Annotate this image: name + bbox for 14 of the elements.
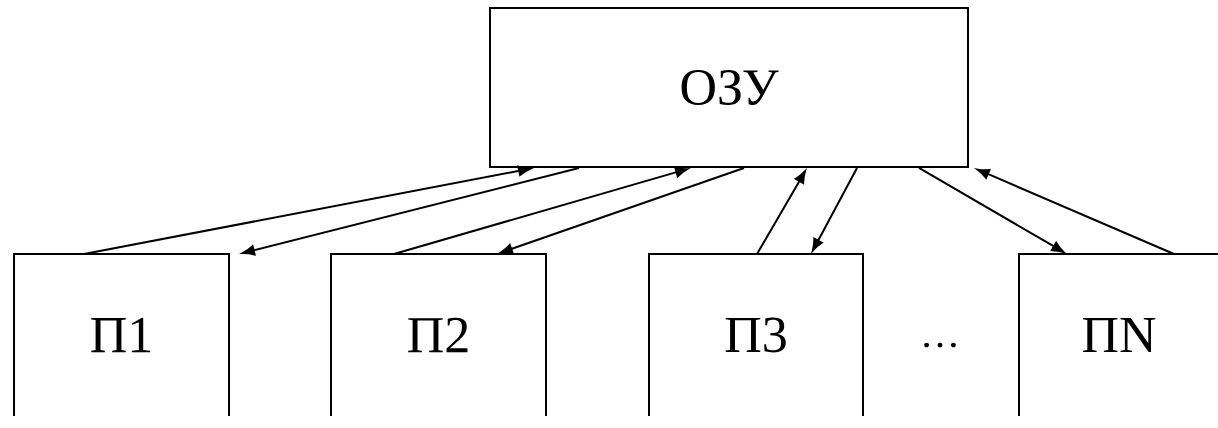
processor-box: П1: [13, 253, 230, 417]
memory-box: ОЗУ: [489, 7, 969, 168]
arrow: [499, 167, 745, 255]
arrow: [976, 168, 1175, 255]
processor-box: П3: [648, 253, 864, 417]
arrow: [756, 170, 806, 255]
processor-box: ПN: [1018, 253, 1218, 417]
arrow: [811, 167, 858, 252]
arrow: [918, 167, 1065, 253]
arrow: [83, 165, 531, 255]
arrow: [393, 167, 689, 255]
ellipsis-label: …: [924, 342, 956, 348]
processor-box: П2: [330, 253, 547, 417]
arrow: [242, 167, 580, 256]
